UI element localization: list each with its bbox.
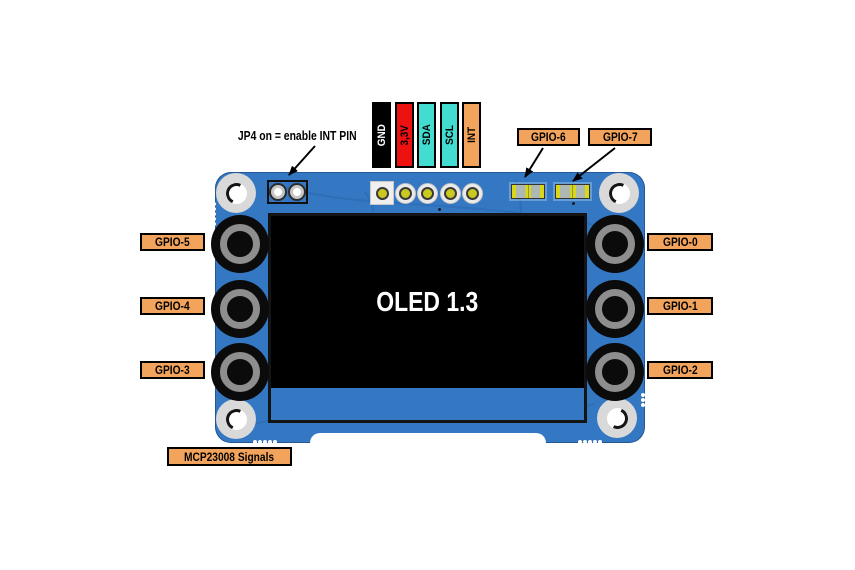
signal-bar-scl-label: SCL <box>443 125 456 145</box>
mounting-hole-bottom-left <box>216 399 256 439</box>
label-gpio-6-text: GPIO-6 <box>531 130 566 144</box>
push-button-gpio-4 <box>211 280 269 338</box>
label-gpio-6: GPIO-6 <box>517 128 580 146</box>
label-gpio-7: GPIO-7 <box>588 128 652 146</box>
smd-jumper-gpio-7 <box>555 184 590 199</box>
fiducial-dot-2 <box>438 208 441 211</box>
label-gpio-0: GPIO-0 <box>647 233 713 251</box>
jp4-pad-2 <box>288 183 306 201</box>
jp4-pad-1 <box>269 183 287 201</box>
mounting-hole-top-right <box>599 173 639 213</box>
signal-bar-gnd-label: GND <box>375 123 388 146</box>
label-gpio-3: GPIO-3 <box>140 361 205 379</box>
push-button-gpio-2 <box>586 343 644 401</box>
label-gpio-5: GPIO-5 <box>140 233 205 251</box>
label-gpio-7-text: GPIO-7 <box>602 130 638 144</box>
signal-bar-sda-label: SDA <box>420 124 433 146</box>
signal-bar-int-label: INT <box>465 127 478 143</box>
label-gpio-0-text: GPIO-0 <box>662 235 698 249</box>
oled-screen-label: OLED 1.3 <box>376 286 479 317</box>
jp4-note: JP4 on = enable INT PIN <box>228 128 366 143</box>
label-gpio-3-text: GPIO-3 <box>155 363 190 377</box>
pin-hole-gnd <box>375 186 389 200</box>
jp4-note-text: JP4 on = enable INT PIN <box>237 128 357 143</box>
pin-hole-int <box>465 186 479 200</box>
pin-hole-3v3 <box>398 186 412 200</box>
label-mcp23008-text: MCP23008 Signals <box>184 449 275 464</box>
push-button-gpio-5 <box>211 215 269 273</box>
pin-hole-sda <box>420 186 434 200</box>
label-gpio-5-text: GPIO-5 <box>155 235 190 249</box>
signal-bar-gnd: GND <box>372 102 391 168</box>
mounting-hole-bottom-right <box>597 398 637 438</box>
oled-screen: OLED 1.3 <box>271 216 584 388</box>
label-gpio-1-text: GPIO-1 <box>662 299 698 313</box>
push-button-gpio-0 <box>586 215 644 273</box>
mounting-hole-top-left <box>216 173 256 213</box>
arrow-jp4 <box>288 145 316 176</box>
signal-bar-scl: SCL <box>440 102 459 168</box>
fiducial-dot <box>572 202 575 205</box>
push-button-gpio-1 <box>586 280 644 338</box>
board-bottom-notch <box>310 433 546 444</box>
smd-jumper-gpio-6 <box>511 184 545 199</box>
pin-hole-scl <box>443 186 457 200</box>
push-button-gpio-3 <box>211 343 269 401</box>
label-gpio-2-text: GPIO-2 <box>662 363 698 377</box>
signal-bar-3v3-label: 3,3V <box>398 124 411 146</box>
label-gpio-2: GPIO-2 <box>647 361 713 379</box>
signal-bar-int: INT <box>462 102 481 168</box>
oled-module: OLED 1.3 <box>268 213 587 423</box>
label-mcp23008-signals: MCP23008 Signals <box>167 447 292 466</box>
signal-bar-3v3: 3,3V <box>395 102 414 168</box>
label-gpio-4-text: GPIO-4 <box>155 299 190 313</box>
label-gpio-1: GPIO-1 <box>647 297 713 315</box>
label-gpio-4: GPIO-4 <box>140 297 205 315</box>
jp4-jumper-outline <box>267 180 308 204</box>
signal-bar-sda: SDA <box>417 102 436 168</box>
